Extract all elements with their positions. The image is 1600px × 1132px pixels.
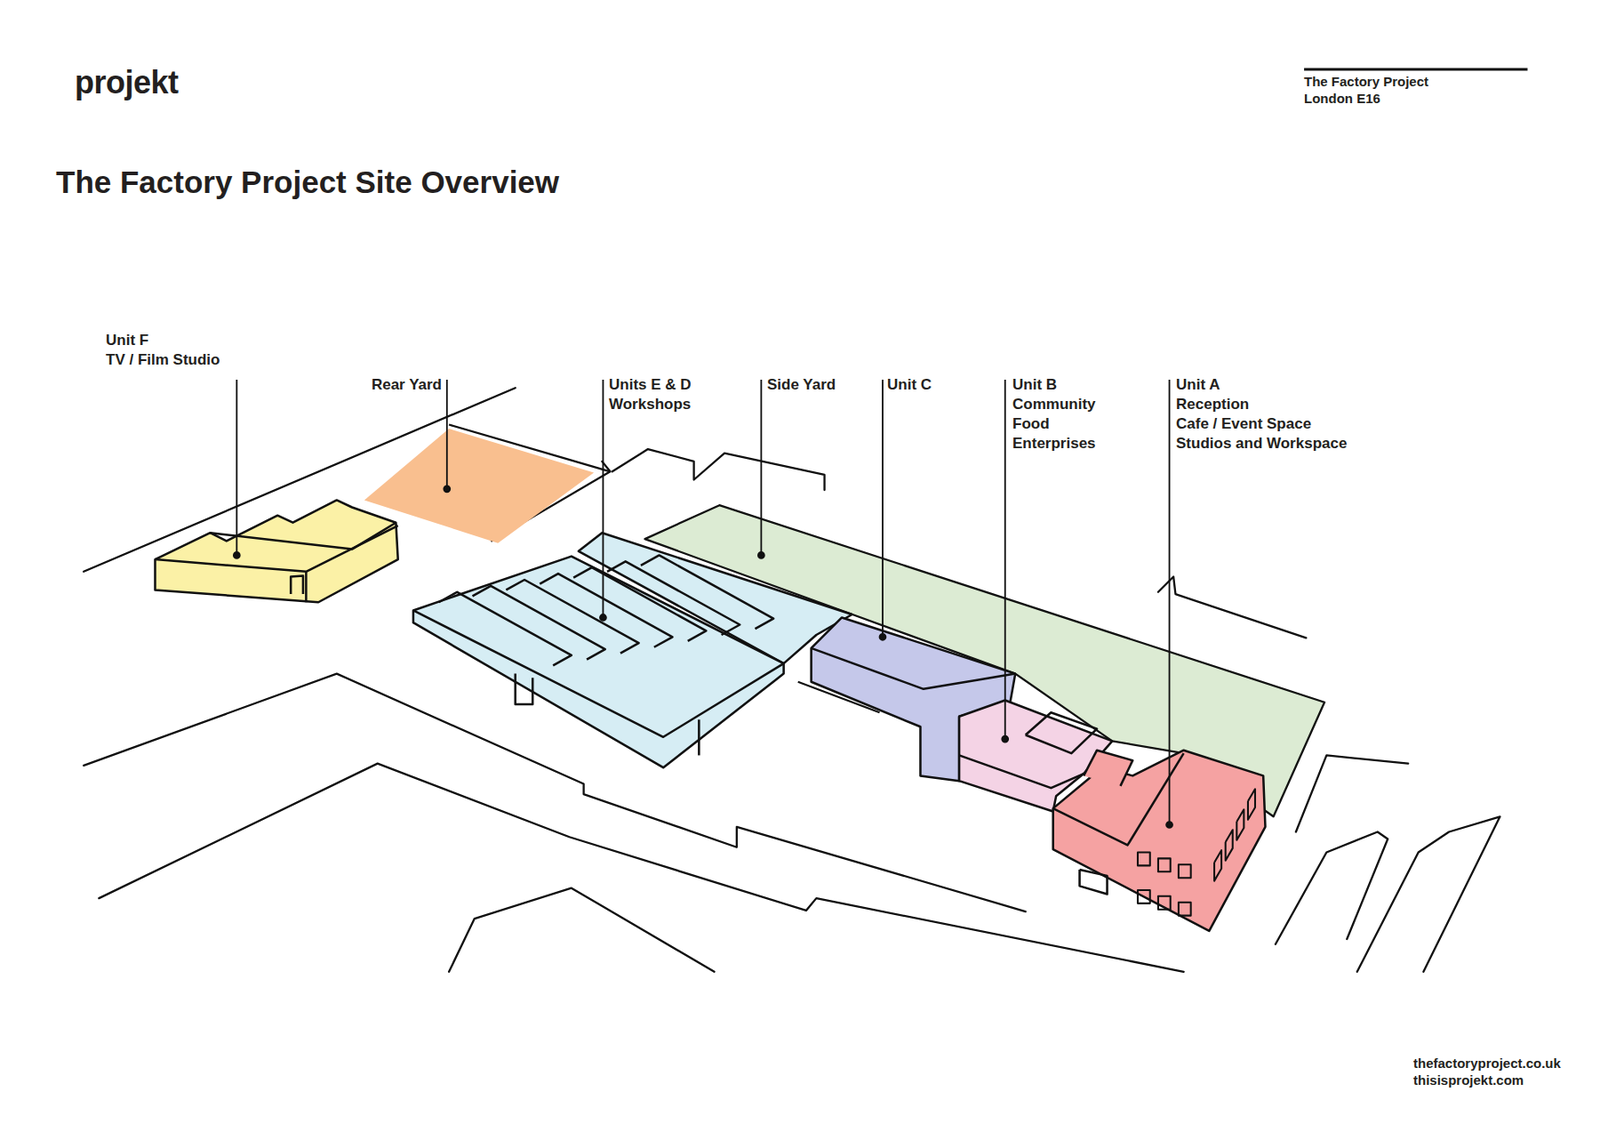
callout-label: Unit F TV / Film Studio xyxy=(105,330,220,370)
window xyxy=(1178,864,1192,878)
window xyxy=(1158,896,1171,910)
door xyxy=(515,673,534,704)
leader-line xyxy=(1004,379,1007,739)
page-title: The Factory Project Site Overview xyxy=(56,163,560,201)
label-line: Unit A xyxy=(1176,375,1347,395)
roof-edge xyxy=(154,525,398,572)
sawtooth-roof xyxy=(640,554,774,629)
label-line: Cafe / Event Space xyxy=(1176,414,1347,434)
boundary-line xyxy=(1158,576,1306,639)
callout-label: Rear Yard xyxy=(371,375,442,395)
roof-ridge xyxy=(209,522,396,550)
boundary-line xyxy=(1296,754,1408,832)
boundary-line xyxy=(448,888,714,972)
callout-label: Unit C xyxy=(887,375,932,395)
roof-edge xyxy=(413,609,784,736)
leader-dot xyxy=(233,552,240,559)
header-rule xyxy=(1304,68,1528,72)
leader-dot xyxy=(880,633,887,640)
leader-line xyxy=(760,379,762,555)
roof-edge xyxy=(304,571,308,602)
roof-edge xyxy=(811,648,1016,689)
unit-a-building xyxy=(1053,750,1266,931)
website-url: thefactoryproject.co.uk xyxy=(1413,1054,1561,1072)
logo: projekt xyxy=(74,64,179,102)
rear-yard xyxy=(364,428,594,544)
project-name: The Factory Project xyxy=(1304,72,1429,90)
window xyxy=(1214,849,1222,880)
leader-line xyxy=(1168,379,1171,824)
window xyxy=(1225,829,1233,860)
window xyxy=(1137,889,1151,904)
sawtooth-roof xyxy=(439,592,572,666)
unit-f-building xyxy=(154,499,398,602)
label-line: Reception xyxy=(1176,394,1347,415)
website-url: thisisprojekt.com xyxy=(1413,1071,1524,1088)
callout-label: Unit A Reception Cafe / Event Space Stud… xyxy=(1176,375,1347,454)
sawtooth-roof xyxy=(472,585,606,660)
label-line: Workshops xyxy=(608,394,692,415)
roof-edge xyxy=(959,754,1084,788)
roof-light xyxy=(1083,750,1133,786)
boundary-line xyxy=(612,448,825,490)
roof-structure xyxy=(1025,712,1097,753)
sawtooth-roof xyxy=(505,579,639,654)
leader-dot xyxy=(1001,736,1008,743)
door xyxy=(697,719,701,755)
door xyxy=(290,575,304,594)
label-line: Unit F xyxy=(105,330,220,351)
label-line: Enterprises xyxy=(1012,433,1096,454)
sawtooth-roof xyxy=(539,573,672,648)
windows xyxy=(1137,788,1256,915)
window xyxy=(1236,808,1244,840)
sawtooth-roof xyxy=(607,560,740,635)
sawtooth-roof xyxy=(573,567,706,641)
window xyxy=(1158,857,1171,872)
leader-dot xyxy=(758,552,765,559)
label-line: Food xyxy=(1012,414,1096,434)
boundary-line xyxy=(1357,816,1501,971)
leader-dot xyxy=(443,485,450,492)
label-line: Studios and Workspace xyxy=(1176,433,1347,454)
window xyxy=(1137,851,1151,865)
callout-label: Units E & D Workshops xyxy=(608,375,692,415)
boundary-line xyxy=(1275,832,1388,944)
window xyxy=(1178,902,1192,916)
leader-line xyxy=(602,379,605,617)
label-line: Unit B xyxy=(1012,375,1096,395)
callout-label: Side Yard xyxy=(767,375,836,395)
leader-line xyxy=(235,379,238,555)
leader-dot xyxy=(600,614,607,621)
units-e-d-building xyxy=(413,556,784,768)
boundary-line xyxy=(448,424,610,472)
label-line: TV / Film Studio xyxy=(105,350,220,370)
project-location: London E16 xyxy=(1304,89,1381,107)
label-line: Units E & D xyxy=(608,375,692,395)
sawtooth-roof xyxy=(439,554,775,665)
window xyxy=(1248,788,1256,819)
label-line: Community xyxy=(1012,394,1096,415)
entrance-porch xyxy=(1080,869,1108,895)
leader-dot xyxy=(1166,821,1173,828)
canopy xyxy=(798,681,880,712)
callout-label: Unit B Community Food Enterprises xyxy=(1012,375,1096,454)
leader-line xyxy=(881,379,884,637)
leader-line xyxy=(446,379,448,489)
